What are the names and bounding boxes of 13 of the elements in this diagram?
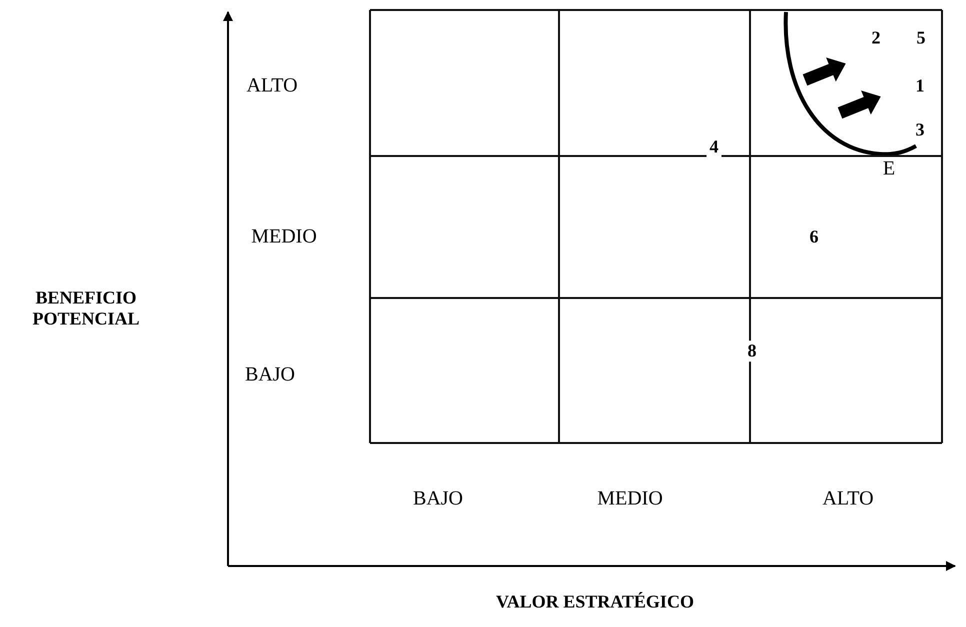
level-label: MEDIO — [596, 488, 664, 510]
item-number: 3 — [914, 120, 926, 140]
item-number: 5 — [916, 28, 926, 48]
level-label: ALTO — [821, 488, 875, 510]
level-label: ALTO — [245, 74, 299, 98]
item-number: 2 — [870, 28, 882, 48]
axis-title: BENEFICIO POTENCIAL — [31, 287, 140, 329]
item-number: 6 — [808, 226, 820, 248]
level-label: BAJO — [412, 488, 464, 510]
level-label: BAJO — [244, 364, 296, 386]
level-label: MEDIO — [250, 226, 318, 248]
axis-title: VALOR ESTRATÉGICO — [495, 592, 695, 612]
item-number: 1 — [914, 76, 926, 96]
